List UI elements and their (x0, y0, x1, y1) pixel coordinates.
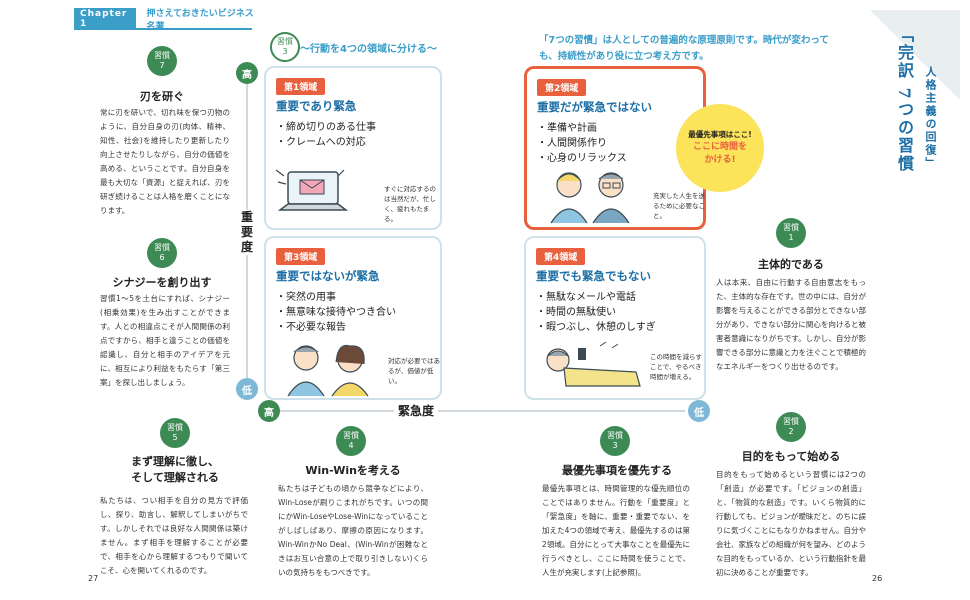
habit-1-badge: 習慣 1 (776, 218, 806, 248)
chapter-underline (74, 28, 252, 30)
habit-4-badge: 習慣 4 (336, 426, 366, 456)
habit-6-body: 習慣1〜5を土台にすれば、シナジー(相乗効果)を生み出すことができます。人との相… (100, 294, 230, 387)
habit-4-title: Win-Winを考える (305, 464, 401, 477)
corner-fold (870, 10, 960, 100)
people-illustration (550, 172, 630, 224)
habit-7-body: 常に刃を研いで、切れ味を保つ刃物のように、自分自身の刃(肉体、精神、知性、社会)… (100, 108, 230, 215)
quadrant-heading: 重要だが緊急ではない (537, 100, 652, 114)
quadrant-item: ・時間の無駄使い (536, 307, 616, 318)
badge-number: 6 (159, 253, 165, 262)
priority-line3: かける! (704, 155, 736, 165)
axis-high-h: 高 (258, 400, 280, 422)
chapter-subtitle: 押さえておきたいビジネス名著 (146, 9, 254, 32)
quadrant-label: 第4領域 (536, 248, 586, 265)
priority-bubble: 最優先事項はここ! ここに時間を かける! (676, 104, 764, 192)
habit-2-badge: 習慣 2 (776, 412, 806, 442)
quadrant-items: ・準備や計画 ・人間関係作り ・心身のリラックス (537, 121, 627, 166)
habit-1-body: 人は本来、自由に行動する自由意志をもった、主体的な存在です。世の中には、自分が影… (716, 278, 866, 371)
people-chat-illustration (287, 344, 369, 397)
quadrant-items: ・突然の用事 ・無意味な接待やつき合い ・不必要な報告 (276, 290, 396, 335)
habit-3-body: 最優先事項とは、時間管理的な優先順位のことではありません。行動を「重要度」と「緊… (542, 484, 690, 577)
quadrant-items: ・締め切りのある仕事 ・クレームへの対応 (276, 120, 376, 150)
quadrant-1: 第1領域 重要であり緊急 ・締め切りのある仕事 ・クレームへの対応 すぐに対応す… (264, 66, 442, 230)
badge-label: 習慣 (607, 431, 623, 440)
badge-number: 2 (788, 427, 794, 436)
badge-label: 習慣 (343, 431, 359, 440)
chapter-tag: Chapter 1 (74, 8, 137, 30)
quadrant-item: ・暇つぶし、休憩のしすぎ (536, 322, 656, 333)
quadrant-heading: 重要でも緊急でもない (536, 269, 651, 283)
badge-number: 3 (612, 441, 618, 450)
quadrant-note: この時間を減らすことで、やるべき時間が増える。 (650, 353, 702, 381)
quadrant-item: ・心身のリラックス (537, 153, 627, 164)
habit-3-badge-bottom: 習慣 3 (600, 426, 630, 456)
importance-label: 重要度 (238, 210, 256, 255)
badge-label: 習慣 (154, 243, 170, 252)
quadrant-item: ・無意味な接待やつき合い (276, 307, 396, 318)
badge-number: 4 (348, 441, 354, 450)
quadrant-3: 第3領域 重要ではないが緊急 ・突然の用事 ・無意味な接待やつき合い ・不必要な… (264, 236, 442, 400)
urgency-axis (265, 410, 685, 412)
habit-2-body: 目的をもって始めるという習慣には2つの「創造」が必要です。「ビジョンの創造」と、… (716, 470, 866, 577)
axis-low-v: 低 (236, 378, 258, 400)
habit-5-badge: 習慣 5 (160, 418, 190, 448)
book-title-main: 「完訳 7つの習慣 (895, 26, 914, 173)
badge-label: 習慣 (783, 417, 799, 426)
habit-2-title: 目的をもって始める (741, 450, 841, 463)
axis-low-h: 低 (688, 400, 710, 422)
chapter-header: Chapter 1 押さえておきたいビジネス名著 (74, 8, 254, 32)
habit-6-title: シナジーを創り出す (112, 276, 212, 289)
habit-3-title: 最優先事項を優先する (562, 464, 672, 477)
quadrant-item: ・無駄なメールや電話 (536, 292, 636, 303)
badge-label: 習慣 (277, 37, 293, 46)
book-title-block: 「完訳 7つの習慣 人格主義の回復」 (870, 10, 960, 230)
book-title-sub: 人格主義の回復」 (924, 66, 937, 170)
quadrant-item: ・突然の用事 (276, 292, 336, 303)
quadrant-label: 第1領域 (276, 78, 326, 95)
quadrant-item: ・不必要な報告 (276, 322, 346, 333)
habit-5-title: まず理解に徹し、 そして理解される (110, 454, 240, 486)
priority-line2: ここに時間を (692, 142, 747, 152)
badge-number: 1 (788, 233, 794, 242)
habit-4-body: 私たちは子どもの頃から競争などにより、Win-Loseが刷りこまれがちです。いつ… (278, 484, 428, 577)
page-number-left: 27 (88, 574, 99, 583)
quadrant-heading: 重要ではないが緊急 (276, 269, 380, 283)
badge-label: 習慣 (167, 423, 183, 432)
habit-5-title-line2: そして理解される (131, 471, 219, 484)
quadrant-note: すぐに対応するのは当然だが、忙しく、疲れもたまる。 (384, 185, 436, 223)
quadrant-label: 第2領域 (537, 79, 587, 96)
quadrant-note: 充実した人生を送るために必要なこと。 (653, 192, 705, 220)
quadrant-4: 第4領域 重要でも緊急でもない ・無駄なメールや電話 ・時間の無駄使い ・暇つぶ… (524, 236, 706, 400)
habit-6-badge: 習慣 6 (147, 238, 177, 268)
priority-line1: 最優先事項はここ! (688, 130, 752, 139)
lounging-illustration (546, 341, 641, 387)
badge-number: 7 (159, 61, 165, 70)
habit-5-body: 私たちは、つい相手を自分の見方で評価し、探り、助言し、解釈してしまいがちです。し… (100, 496, 248, 575)
laptop-illustration (275, 169, 349, 211)
habit-5-title-line1: まず理解に徹し、 (131, 455, 219, 468)
page-number-right: 26 (872, 574, 883, 583)
quadrant-items: ・無駄なメールや電話 ・時間の無駄使い ・暇つぶし、休憩のしすぎ (536, 290, 656, 335)
axis-high-v: 高 (236, 62, 258, 84)
habit-7-title: 刃を研ぐ (140, 90, 184, 103)
habit-1-title: 主体的である (758, 258, 824, 271)
quadrant-item: ・締め切りのある仕事 (276, 122, 376, 133)
quadrant-item: ・クレームへの対応 (276, 137, 366, 148)
quadrant-label: 第3領域 (276, 248, 326, 265)
habit-7-badge: 習慣 7 (147, 46, 177, 76)
intro-text: 「7つの習慣」は人としての普遍的な原理原則です。時代が変わっても、持続性があり役… (539, 35, 829, 62)
quadrant-note: 対応が必要ではあるが、価値が低い。 (388, 357, 440, 385)
matrix-title: 〜行動を4つの領域に分ける〜 (300, 44, 437, 55)
quadrant-item: ・人間関係作り (537, 138, 607, 149)
badge-number: 5 (172, 433, 178, 442)
badge-label: 習慣 (783, 223, 799, 232)
urgency-label: 緊急度 (394, 402, 439, 419)
badge-number: 3 (282, 47, 288, 56)
quadrant-heading: 重要であり緊急 (276, 99, 357, 113)
badge-label: 習慣 (154, 51, 170, 60)
quadrant-item: ・準備や計画 (537, 123, 597, 134)
habit-3-badge: 習慣 3 (270, 32, 300, 62)
